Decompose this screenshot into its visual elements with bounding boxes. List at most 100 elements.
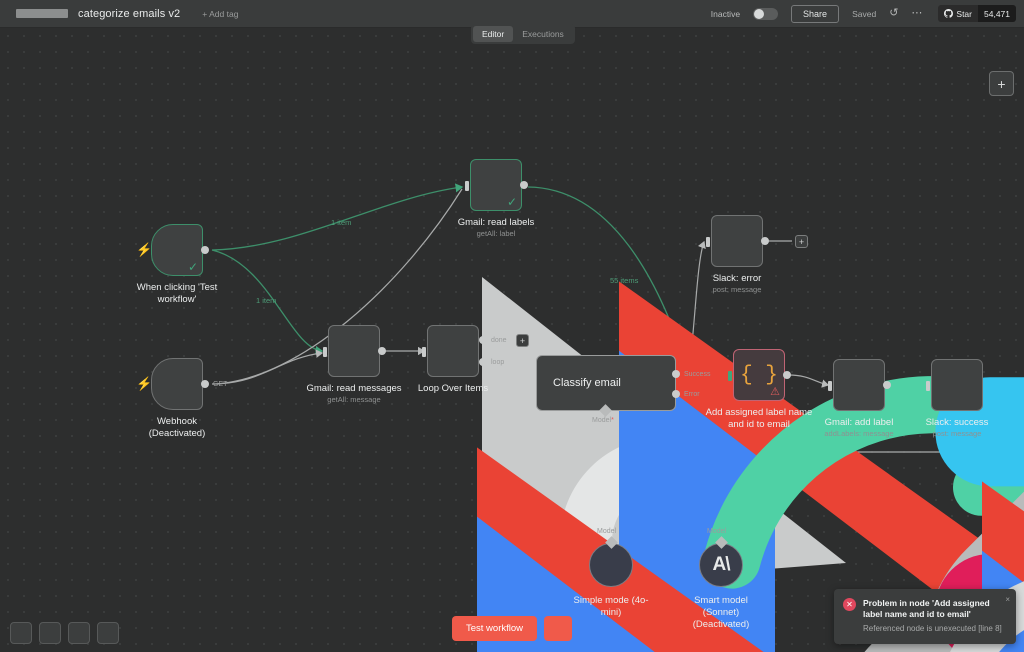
node-gmail-read-labels[interactable]: ✓ Gmail: read labels getAll: label — [458, 159, 1024, 652]
input-port[interactable] — [728, 371, 732, 381]
node-body[interactable]: Classify email — [536, 355, 1024, 652]
output-port-success[interactable] — [672, 370, 680, 378]
zoom-in-icon[interactable] — [39, 622, 61, 644]
output-port[interactable] — [883, 381, 891, 389]
node-body[interactable] — [931, 359, 983, 411]
toast-body: Problem in node 'Add assigned label name… — [863, 598, 1006, 634]
zoom-controls — [10, 622, 119, 644]
add-tag-button[interactable]: + Add tag — [202, 8, 239, 19]
fit-view-icon[interactable] — [10, 622, 32, 644]
input-port[interactable] — [531, 379, 535, 389]
output-port[interactable] — [378, 347, 386, 355]
model-port-label: Model — [707, 528, 727, 535]
node-title: Slack: success post: message — [925, 417, 989, 438]
node-gmail-read-messages[interactable]: Gmail: read messages getAll: message — [306, 325, 1024, 652]
model-port-label: Model — [597, 528, 617, 535]
node-slack-error[interactable]: + Slack: error post: message — [706, 215, 1024, 652]
add-node-button[interactable]: + — [989, 71, 1014, 96]
activate-workflow-toggle[interactable] — [753, 7, 779, 20]
node-title: Classify email — [553, 377, 621, 389]
share-label: Share — [803, 8, 828, 19]
output-port[interactable] — [201, 380, 209, 388]
input-port[interactable] — [926, 381, 930, 391]
code-icon: { } — [740, 363, 778, 387]
node-body[interactable]: ⚡ ✓ — [136, 224, 846, 652]
input-port[interactable] — [706, 237, 710, 247]
output-port-error[interactable] — [672, 390, 680, 398]
error-toast[interactable]: ✕ Problem in node 'Add assigned label na… — [834, 589, 1016, 644]
node-title: Gmail: read labels getAll: label — [457, 217, 535, 238]
github-star-left: Star — [938, 5, 978, 22]
input-port[interactable] — [323, 347, 327, 357]
node-body[interactable] — [589, 543, 1024, 652]
save-status-label: Saved — [852, 8, 877, 19]
lightning-icon: ⚡ — [136, 242, 153, 257]
node-body[interactable]: ⚡ — [136, 358, 768, 652]
app-header: categorize emails v2 + Add tag Inactive … — [0, 0, 1024, 28]
edge-label-3: 55 items — [610, 276, 639, 285]
tab-executions[interactable]: Executions — [522, 29, 564, 39]
close-icon[interactable]: × — [1005, 595, 1010, 604]
test-workflow-button[interactable]: Test workflow — [451, 616, 538, 641]
history-icon[interactable]: ↺ — [889, 7, 899, 19]
node-title: Webhook (Deactivated) — [148, 416, 206, 439]
node-title: Gmail: add label addLabels: message — [824, 417, 894, 438]
node-title: Slack: error post: message — [712, 273, 762, 294]
input-port[interactable] — [422, 347, 426, 357]
input-port[interactable] — [828, 381, 832, 391]
output-port-done[interactable] — [479, 336, 487, 344]
output-port[interactable] — [761, 237, 769, 245]
output-port-loop[interactable] — [479, 358, 487, 366]
warning-triangle-icon: ⚠ — [770, 386, 780, 398]
node-smart-model-sonnet[interactable]: Model A\ Smart model (Sonnet) (Deactivat… — [693, 528, 750, 630]
reset-zoom-icon[interactable] — [97, 622, 119, 644]
node-body[interactable] — [328, 325, 1024, 652]
add-node-after-slack-error-button[interactable]: + — [795, 235, 808, 248]
workflow-name[interactable]: categorize emails v2 — [78, 7, 181, 20]
zoom-out-icon[interactable] — [68, 622, 90, 644]
edge-label-1: 1 item — [331, 218, 352, 227]
output-port[interactable] — [520, 181, 528, 189]
success-check-icon: ✓ — [506, 195, 517, 209]
node-body[interactable] — [833, 359, 1024, 652]
node-gmail-add-label[interactable]: Gmail: add label addLabels: message — [824, 359, 1024, 652]
share-button[interactable]: Share — [791, 4, 840, 23]
anthropic-icon: A\ — [712, 554, 731, 575]
node-body[interactable]: A\ — [699, 543, 743, 587]
node-body[interactable]: { } ⚠ — [733, 349, 785, 401]
output-port[interactable] — [201, 246, 209, 254]
editor-tabs: Editor Executions — [471, 24, 575, 44]
ellipsis-icon[interactable]: ⋯ — [911, 7, 923, 19]
output-label-error: Error — [684, 391, 700, 398]
output-label-loop: loop — [491, 359, 505, 366]
model-sub-input-label: Model* — [592, 417, 614, 424]
node-loop-over-items[interactable]: done + loop Loop Over Items — [418, 325, 1024, 589]
node-when-clicking-test-workflow[interactable]: ⚡ ✓ When clicking 'Test workflow' — [136, 224, 846, 652]
github-star-label: Star — [956, 8, 972, 19]
node-body[interactable]: ✓ — [470, 159, 1024, 652]
node-body[interactable] — [711, 215, 1024, 652]
node-body[interactable] — [427, 325, 1024, 589]
node-slack-success[interactable]: Slack: success post: message — [926, 359, 988, 438]
node-add-assigned-label-name-and-id-to-email[interactable]: { } ⚠ Add assigned label name and id to … — [706, 349, 812, 430]
output-port[interactable] — [783, 371, 791, 379]
tab-editor[interactable]: Editor — [473, 26, 514, 42]
github-star-badge[interactable]: Star 54,471 — [938, 5, 1016, 22]
node-simple-mode-4o-mini[interactable]: Model Simple mode (4o- mini) — [574, 528, 1024, 652]
edge-label-2: 1 item — [256, 296, 277, 305]
delete-execution-button[interactable] — [544, 616, 573, 641]
node-webhook[interactable]: ⚡ GET Webhook (Deactivated) — [136, 358, 768, 652]
input-port[interactable] — [465, 181, 469, 191]
gmail-icon — [477, 447, 1024, 652]
workflow-canvas[interactable]: + ⚡ ✓ When clicking 'Test workflow' ⚡ — [0, 28, 1024, 652]
node-title: Loop Over Items — [417, 383, 489, 394]
node-title: When clicking 'Test workflow' — [136, 282, 218, 305]
output-port-label: GET — [213, 381, 228, 388]
header-right: Inactive Share Saved ↺ ⋯ Star 54,471 — [710, 4, 1024, 23]
chain-icon — [864, 491, 1024, 652]
node-classify-email[interactable]: Classify email Success Error Model* — [531, 355, 1024, 652]
active-status-label: Inactive — [710, 8, 741, 19]
add-node-after-done-button[interactable]: + — [516, 334, 529, 347]
home-breadcrumb-placeholder[interactable] — [16, 9, 68, 18]
